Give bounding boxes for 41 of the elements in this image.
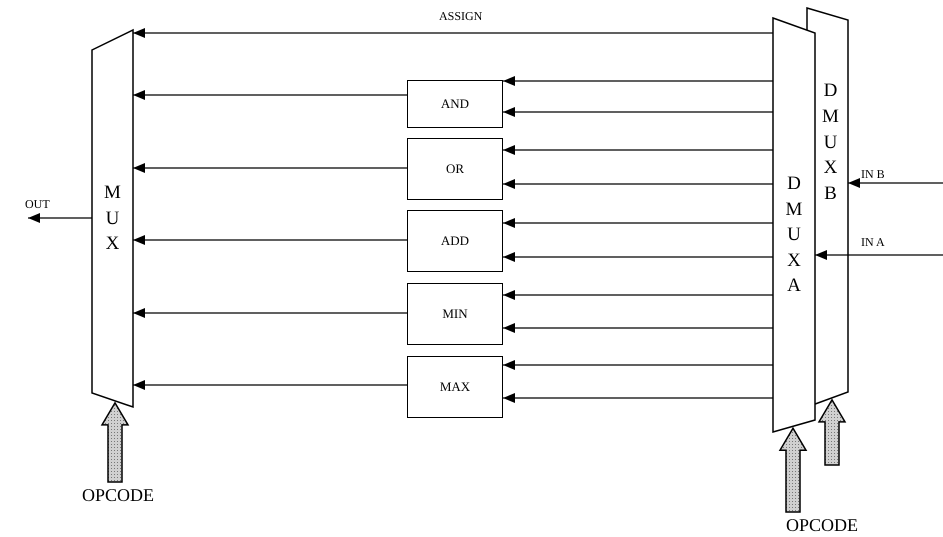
arrow — [503, 360, 773, 370]
arrow — [503, 252, 773, 262]
arrow — [503, 290, 773, 300]
edge-label: IN B — [860, 168, 886, 180]
arrow — [503, 145, 773, 155]
arrow — [133, 28, 773, 38]
block-label: AND — [440, 96, 470, 112]
block-label: ADD — [440, 233, 470, 249]
arrow — [503, 107, 773, 117]
function-box — [407, 138, 503, 200]
block-arrow — [818, 398, 846, 466]
signal-label: OPCODE — [786, 514, 858, 536]
block-label: OR — [446, 161, 464, 177]
arrow — [503, 76, 773, 86]
edge-label: OUT — [24, 198, 51, 210]
arrow — [133, 308, 407, 318]
block-label: DMUX A — [784, 172, 804, 298]
block-label: MUX — [103, 181, 122, 256]
arrow — [133, 380, 407, 390]
function-box — [407, 80, 503, 128]
function-box — [407, 210, 503, 272]
arrow — [503, 179, 773, 189]
block-label: DMUX B — [821, 79, 840, 206]
arrow — [503, 323, 773, 333]
arrow — [133, 163, 407, 173]
edge-label: IN A — [860, 236, 886, 248]
arrow — [848, 178, 943, 188]
edge-label: ASSIGN — [438, 10, 484, 22]
block-arrow — [100, 401, 130, 483]
function-box — [407, 356, 503, 418]
arrow — [28, 213, 92, 223]
arrow — [503, 393, 773, 403]
arrow — [503, 218, 773, 228]
block-label: MAX — [440, 379, 470, 395]
block-arrow — [778, 426, 808, 513]
block-label: MIN — [442, 306, 468, 322]
arrow — [133, 90, 407, 100]
arrow — [815, 250, 943, 260]
arrow — [133, 235, 407, 245]
signal-label: OPCODE — [82, 484, 154, 506]
function-box — [407, 283, 503, 345]
